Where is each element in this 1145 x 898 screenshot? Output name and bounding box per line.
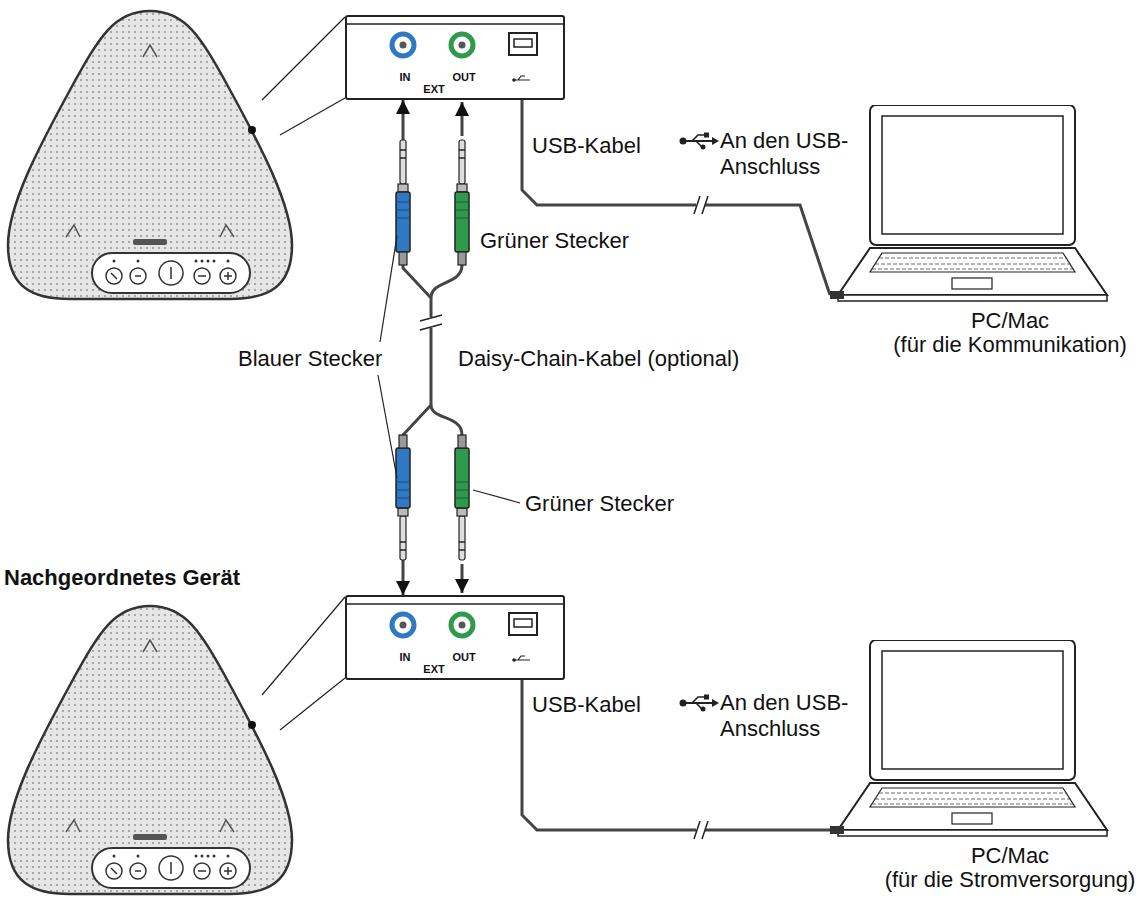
laptop-drawing bbox=[830, 105, 1107, 301]
blue-plug bbox=[396, 140, 410, 265]
laptop-drawing bbox=[830, 640, 1107, 836]
green-plug bbox=[455, 435, 469, 560]
jack-label: EXT bbox=[423, 663, 444, 675]
device-caption: (für die Kommunikation) bbox=[893, 333, 1127, 357]
blue-plug bbox=[396, 435, 410, 560]
usb-icon bbox=[680, 695, 720, 712]
view-leader-lines bbox=[262, 17, 345, 730]
port-label: An den USB-Anschluss bbox=[720, 690, 870, 742]
plug-label: Blauer Stecker bbox=[238, 346, 382, 372]
green-plug bbox=[455, 140, 469, 265]
laptop-pc: PC/Mac(für die Kommunikation) bbox=[830, 105, 1135, 363]
ext-panel: IN EXT OUT bbox=[345, 15, 565, 100]
cable-label: Daisy-Chain-Kabel (optional) bbox=[458, 346, 739, 372]
daisy-chain-cable bbox=[403, 100, 431, 595]
port-label: An den USB-Anschluss bbox=[720, 128, 870, 180]
device-label: Nachgeordnetes Gerät bbox=[4, 565, 240, 591]
cable-label: USB-Kabel bbox=[532, 133, 641, 159]
speakerphone-sub bbox=[8, 606, 292, 894]
jack-label: IN bbox=[400, 71, 411, 83]
jack-label: OUT bbox=[452, 71, 475, 83]
device-caption: PC/Mac bbox=[971, 844, 1049, 868]
laptop-pc: PC/Mac(für die Stromversorgung) bbox=[830, 640, 1139, 898]
laptop-outline bbox=[830, 640, 1115, 840]
jack-label: IN bbox=[400, 651, 411, 663]
cable-label: USB-Kabel bbox=[532, 692, 641, 718]
plug-label: Grüner Stecker bbox=[480, 228, 629, 254]
device-caption: (für die Stromversorgung) bbox=[885, 868, 1136, 892]
jack-label: OUT bbox=[452, 651, 475, 663]
ext-panel: IN EXT OUT bbox=[345, 595, 565, 680]
jack-label: EXT bbox=[423, 83, 444, 95]
usb-icon bbox=[680, 133, 720, 150]
speakerphone-main bbox=[8, 11, 292, 299]
plug-label: Grüner Stecker bbox=[525, 491, 674, 517]
device-caption: PC/Mac bbox=[971, 309, 1049, 333]
cable-break bbox=[420, 196, 708, 839]
laptop-outline bbox=[830, 105, 1115, 305]
